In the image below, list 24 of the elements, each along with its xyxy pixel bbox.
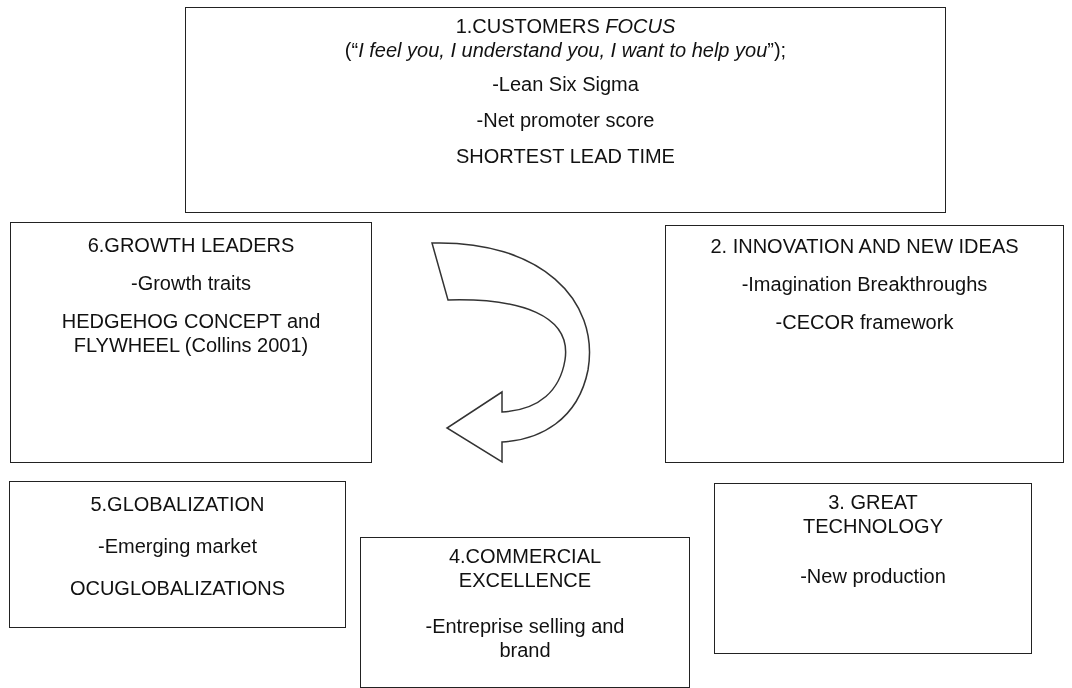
box-heading: 1.CUSTOMERS FOCUS (454, 14, 677, 38)
box-text: -Entreprise selling and brand (424, 614, 626, 662)
box-text: -Net promoter score (475, 108, 656, 132)
text-box (360, 537, 690, 688)
box-text: -Imagination Breakthroughs (740, 272, 989, 296)
text-box (714, 483, 1032, 654)
box-text: -Growth traits (130, 271, 252, 295)
text-box (10, 222, 372, 463)
box-text: -Lean Six Sigma (491, 72, 640, 96)
box-text: SHORTEST LEAD TIME (455, 144, 676, 168)
box-heading: 6.GROWTH LEADERS (86, 233, 296, 257)
box-heading: 5.GLOBALIZATION (89, 492, 266, 516)
text-box (665, 225, 1064, 463)
text-box (9, 481, 346, 628)
text-box (185, 7, 946, 213)
box-heading: 3. GREAT TECHNOLOGY (802, 490, 944, 538)
box-text: -New production (799, 564, 947, 588)
box-heading: 4.COMMERCIAL EXCELLENCE (447, 544, 603, 592)
box-text: HEDGEHOG CONCEPT and FLYWHEEL (Collins 2001) (60, 309, 322, 357)
box-text: -CECOR framework (774, 310, 955, 334)
box-heading: 2. INNOVATION AND NEW IDEAS (709, 234, 1020, 258)
box-text: OCUGLOBALIZATIONS (68, 576, 287, 600)
box-text: -Emerging market (97, 534, 258, 558)
box-text: (“I feel you, I understand you, I want to help you”); (343, 38, 788, 62)
